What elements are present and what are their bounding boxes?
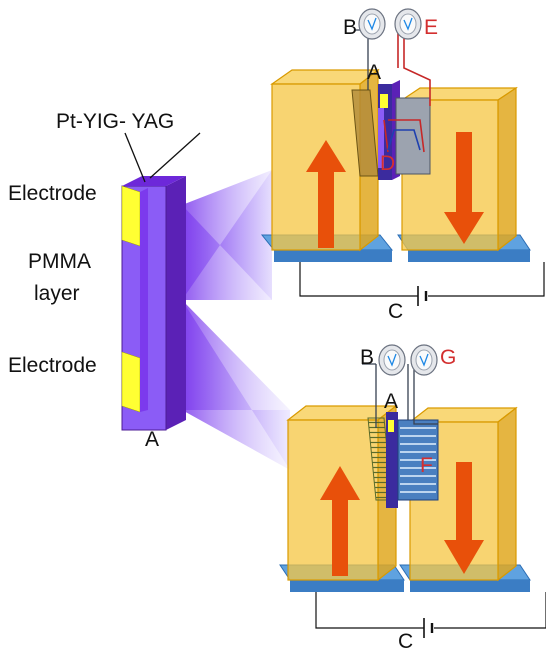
label-pt-yig-yag: Pt-YIG- YAG bbox=[56, 110, 174, 133]
zoom-beam-bottom-wedge bbox=[182, 300, 290, 470]
voltmeter-e-icon bbox=[394, 8, 422, 40]
wire-e-red bbox=[397, 30, 431, 106]
wire-g-bottom bbox=[407, 364, 438, 425]
sample-slab bbox=[121, 176, 186, 431]
label-b-bottom: B bbox=[360, 346, 374, 369]
zoom-beam-top-wedge bbox=[182, 170, 272, 300]
label-electrode-bottom: Electrode bbox=[8, 354, 97, 377]
electrode-top-pad bbox=[121, 185, 141, 247]
label-c-bottom: C bbox=[398, 630, 413, 650]
label-g: G bbox=[440, 346, 456, 369]
electrode-bottom-pad bbox=[121, 351, 141, 413]
label-e: E bbox=[424, 16, 438, 39]
wire-d-blue bbox=[387, 129, 421, 151]
label-d: D bbox=[380, 152, 395, 175]
voltmeter-b-icon bbox=[358, 8, 386, 40]
leader-line-left bbox=[124, 132, 146, 183]
voltmeter-bottom-b-icon bbox=[378, 344, 406, 376]
label-c-top: C bbox=[388, 300, 403, 323]
battery-bottom-icon bbox=[423, 618, 434, 638]
label-a-left: A bbox=[145, 428, 159, 451]
circuit-wire-bottom bbox=[315, 592, 546, 629]
label-pmma: PMMA bbox=[28, 250, 91, 273]
battery-top-icon bbox=[417, 286, 428, 306]
label-electrode-top: Electrode bbox=[8, 182, 97, 205]
label-f: F bbox=[420, 454, 433, 477]
field-arrow-up-top bbox=[306, 140, 346, 248]
label-b-top: B bbox=[343, 16, 357, 39]
field-arrow-up-bottom bbox=[320, 466, 360, 576]
label-a-bottom: A bbox=[384, 390, 398, 413]
sample-in-gap-bottom bbox=[367, 412, 439, 508]
voltmeter-bottom-g-icon bbox=[410, 344, 438, 376]
label-a-top: A bbox=[367, 61, 381, 84]
field-arrow-down-top bbox=[444, 132, 484, 244]
wire-b-bottom bbox=[362, 363, 377, 428]
wire-d-red bbox=[383, 119, 425, 153]
field-arrow-down-bottom bbox=[444, 462, 484, 574]
circuit-wire-top bbox=[299, 262, 545, 297]
label-layer: layer bbox=[34, 282, 80, 305]
leader-line-right bbox=[149, 132, 201, 179]
